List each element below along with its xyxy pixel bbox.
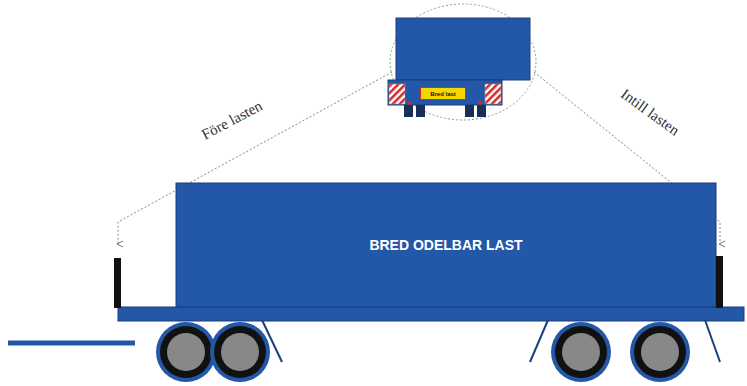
node-text: BRED ODELBAR LAST <box>369 237 522 253</box>
reflector <box>485 84 501 104</box>
rear-trailer <box>388 80 502 105</box>
rear-post <box>716 256 723 308</box>
leader-label: Före lasten <box>199 97 265 143</box>
rear-wheel <box>477 105 486 117</box>
rear-wheel <box>465 105 474 117</box>
load-body <box>176 183 716 307</box>
rear-wheel <box>416 105 425 117</box>
wide-load-sign: Bred last <box>420 87 466 100</box>
trailer-deck <box>118 307 744 321</box>
load-box: BRED ODELBAR LAST <box>176 183 716 307</box>
leader-label: Intill lasten <box>618 85 683 139</box>
front-post <box>114 258 121 308</box>
wheels <box>156 322 690 382</box>
rear-load <box>396 18 530 80</box>
drawbar <box>8 341 135 346</box>
node-text: Bred last <box>430 91 456 97</box>
reflector <box>389 84 405 104</box>
rear-wheel <box>404 105 413 117</box>
